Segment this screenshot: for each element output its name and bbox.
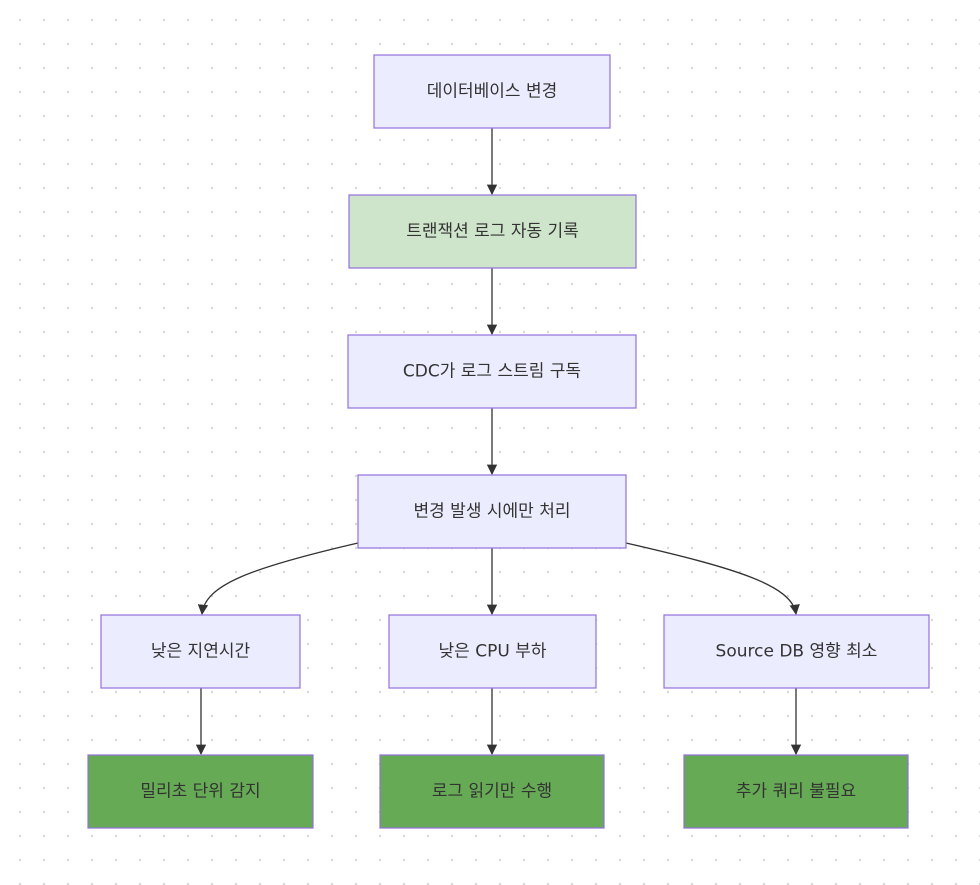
edges [195, 128, 802, 756]
node-label: 로그 읽기만 수행 [432, 782, 552, 802]
node-low-latency[interactable]: 낮은 지연시간 [100, 614, 301, 689]
nodes: 데이터베이스 변경 트랜잭션 로그 자동 기록 CDC가 로그 스트림 구독 변… [87, 54, 930, 829]
node-label: 데이터베이스 변경 [427, 82, 558, 102]
node-min-impact[interactable]: Source DB 영향 최소 [663, 614, 930, 689]
node-label: 밀리초 단위 감지 [140, 782, 260, 802]
node-log-read-only[interactable]: 로그 읽기만 수행 [379, 754, 605, 829]
node-cdc-subscribe[interactable]: CDC가 로그 스트림 구독 [347, 334, 637, 409]
node-ms-detect[interactable]: 밀리초 단위 감지 [87, 754, 314, 829]
node-low-cpu[interactable]: 낮은 CPU 부하 [388, 614, 597, 689]
edge-on-change-to-low-latency [197, 542, 359, 616]
edge-on-change-to-min-impact [625, 542, 800, 616]
node-label: CDC가 로그 스트림 구독 [403, 362, 581, 382]
node-db-change[interactable]: 데이터베이스 변경 [373, 54, 611, 129]
node-label: 낮은 지연시간 [151, 642, 251, 662]
node-tx-log[interactable]: 트랜잭션 로그 자동 기록 [348, 194, 637, 269]
node-label: 추가 쿼리 불필요 [736, 782, 856, 802]
node-label: 낮은 CPU 부하 [439, 642, 547, 662]
node-label: Source DB 영향 최소 [716, 642, 878, 662]
node-label: 변경 발생 시에만 처리 [414, 502, 571, 522]
node-on-change[interactable]: 변경 발생 시에만 처리 [357, 474, 627, 549]
node-label: 트랜잭션 로그 자동 기록 [406, 222, 579, 242]
node-no-extra-query[interactable]: 추가 쿼리 불필요 [683, 754, 909, 829]
